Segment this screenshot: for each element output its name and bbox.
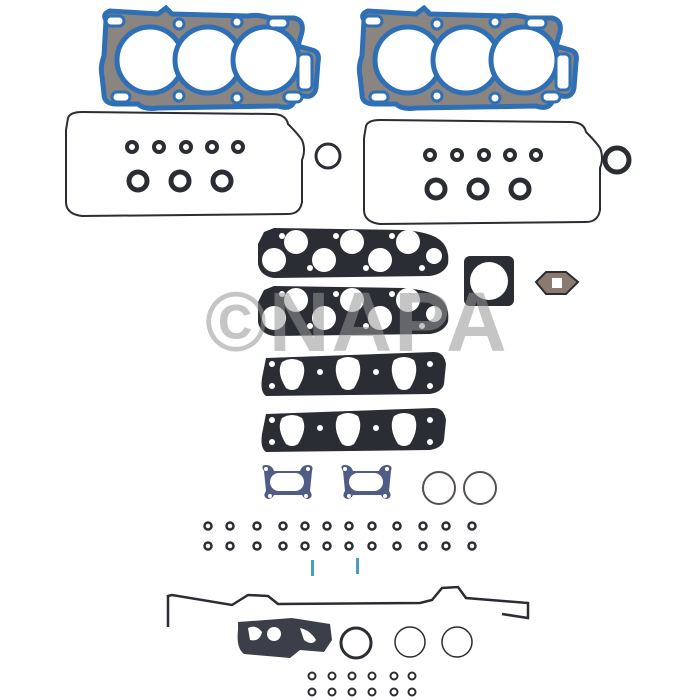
exhaust-gasket-left — [262, 465, 313, 499]
o-ring-large-1 — [422, 471, 456, 505]
upper-intake-gasket-1 — [258, 228, 449, 278]
thermostat-seal — [339, 626, 373, 660]
seal-strip-2 — [356, 558, 359, 574]
seal-strip-1 — [311, 560, 314, 576]
exhaust-gasket-right — [341, 465, 392, 499]
upper-intake-gasket-2 — [258, 286, 449, 336]
small-o-rings — [307, 671, 417, 697]
water-passage-gasket — [237, 618, 332, 658]
lower-intake-gasket-1 — [261, 352, 446, 396]
o-ring-large-3 — [394, 626, 426, 658]
head-gasket-left — [101, 8, 318, 109]
cam-seal-right — [602, 145, 632, 175]
o-ring-large-2 — [463, 471, 497, 505]
valve-cover-gasket-right — [364, 120, 602, 224]
throttle-body-gasket — [464, 256, 514, 306]
lower-intake-gasket-2 — [261, 408, 446, 452]
head-gasket-right — [359, 8, 576, 109]
o-ring-large-4 — [441, 626, 473, 658]
egr-gasket — [534, 271, 580, 295]
cam-seal-left — [314, 142, 342, 170]
valve-cover-gasket-left — [66, 112, 304, 216]
timing-cover-seal — [166, 585, 530, 627]
injector-o-rings — [203, 521, 477, 551]
